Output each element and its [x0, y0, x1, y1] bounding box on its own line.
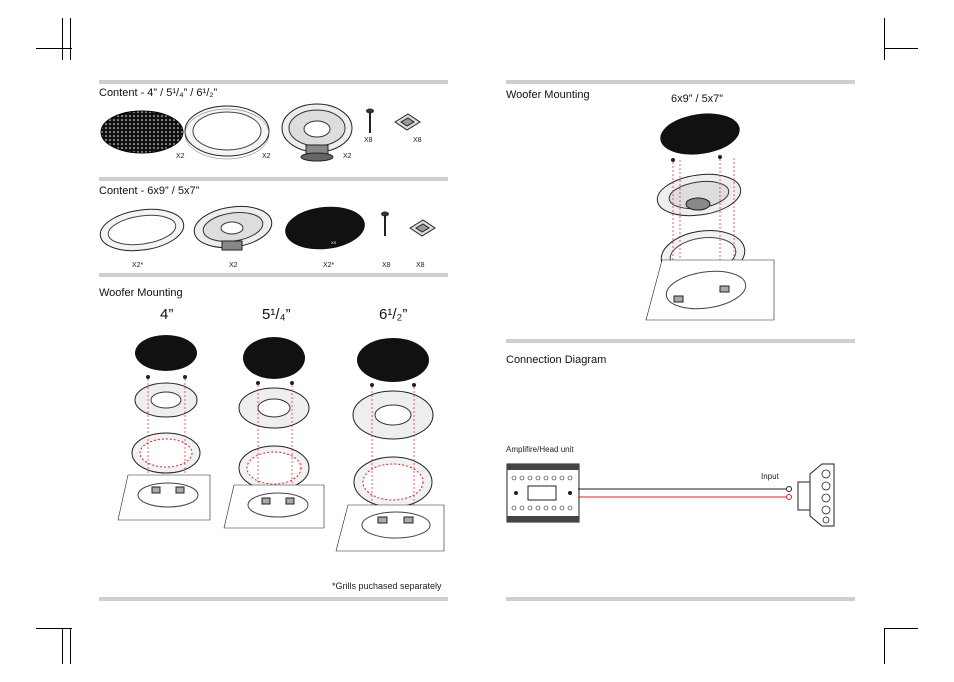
size-label-6x9: 6x9” / 5x7”	[671, 93, 723, 105]
amplifier-label: Amplifire/Head unit	[506, 445, 574, 455]
clip-illustration	[392, 112, 422, 132]
qty-screws-2: X8	[382, 262, 391, 270]
section-divider	[506, 339, 855, 343]
amplifier-head-unit-icon	[506, 462, 580, 524]
qty-speaker: X2	[343, 153, 352, 161]
size-label-4: 4”	[160, 307, 173, 323]
qty-oval-speaker: X2	[229, 262, 238, 270]
screw-illustration	[365, 108, 375, 134]
section-divider	[99, 177, 448, 181]
mounting-ring-illustration	[184, 104, 270, 162]
oval-grill-illustration: XS	[284, 205, 366, 251]
section-divider	[99, 597, 448, 601]
section-divider	[99, 273, 448, 277]
mounting-diagram-5-25	[224, 335, 326, 530]
content-69-title: Content - 6x9” / 5x7”	[99, 185, 199, 197]
qty-screws: X8	[364, 137, 373, 145]
screw-illustration-2	[380, 211, 390, 237]
content-4-title: Content - 4” / 5¹/₄” / 6¹/₂”	[99, 87, 217, 99]
size-label-6-5: 6¹/₂”	[379, 307, 407, 323]
oval-speaker-illustration	[192, 203, 274, 255]
section-divider	[506, 597, 855, 601]
speaker-side-icon	[794, 462, 836, 528]
connection-diagram-title: Connection Diagram	[506, 354, 606, 366]
qty-ring: X2	[262, 153, 271, 161]
section-divider	[506, 80, 855, 84]
woofer-mounting-title-right: Woofer Mounting	[506, 89, 590, 101]
clip-illustration-2	[407, 218, 437, 238]
qty-oval-ring: X2*	[132, 262, 143, 270]
speaker-wire	[578, 486, 794, 502]
oval-ring-illustration	[98, 205, 186, 253]
mounting-diagram-6-5	[336, 335, 446, 553]
mounting-diagram-6x9	[644, 110, 776, 324]
input-label: Input	[761, 472, 779, 482]
size-label-5-25: 5¹/₄”	[262, 307, 291, 323]
section-divider	[99, 80, 448, 84]
footnote: *Grills puchased separately	[332, 581, 442, 591]
svg-text:XS: XS	[331, 240, 337, 245]
qty-clips-2: X8	[416, 262, 425, 270]
woofer-mounting-title-left: Woofer Mounting	[99, 287, 183, 299]
mounting-diagram-4	[118, 335, 214, 521]
qty-oval-grill: X2*	[323, 262, 334, 270]
qty-clips: X8	[413, 137, 422, 145]
grill-illustration	[100, 110, 184, 154]
